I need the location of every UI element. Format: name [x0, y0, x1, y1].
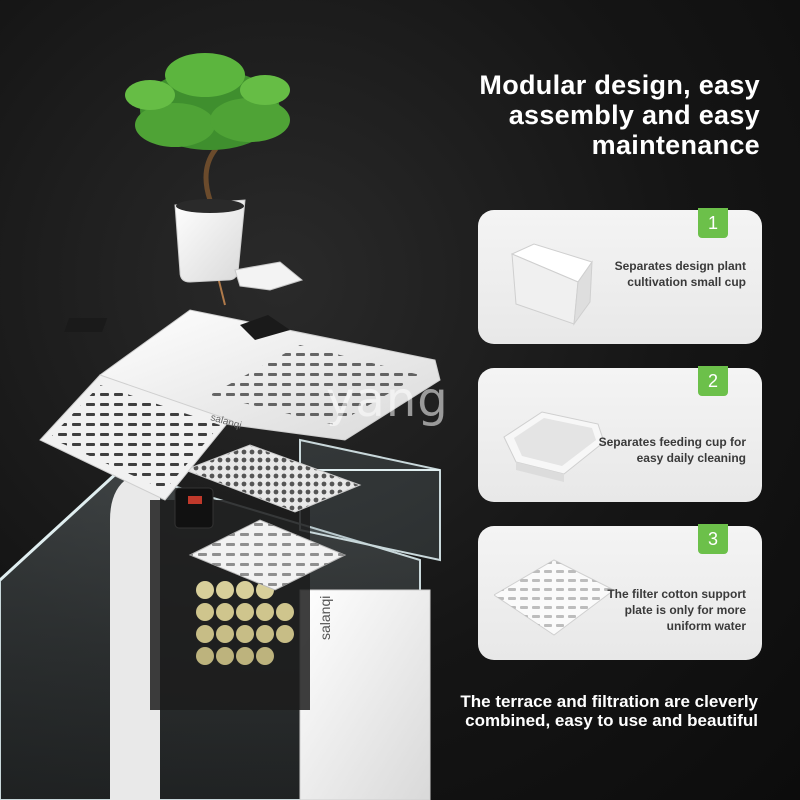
watermark: yang: [326, 372, 449, 428]
feature-number-badge: 2: [698, 366, 728, 396]
feature-text: Separates design plant cultivation small…: [614, 259, 746, 289]
feature-card-1: 1 Separates design plant cultivation sma…: [478, 208, 762, 344]
feature-number-badge: 1: [698, 208, 728, 238]
feature-card-2: 2 Separates feeding cup for easy daily c…: [478, 366, 762, 502]
filter-housing: salanqi: [110, 470, 431, 800]
feature-text: Separates feeding cup for easy daily cle…: [598, 435, 746, 465]
bonsai-plant: [125, 53, 290, 306]
feeding-cup: [234, 261, 304, 291]
feature-number-badge: 3: [698, 524, 728, 554]
filter-plate-icon: [494, 559, 614, 636]
terrace-platform: salanqi: [39, 309, 441, 501]
feature-text: The filter cotton support plate is only …: [607, 587, 746, 633]
headline: Modular design, easy assembly and easy m…: [479, 70, 760, 160]
planter-cup-icon: [510, 243, 593, 326]
feeding-cup-icon: [503, 411, 604, 482]
filter-cotton: [183, 444, 362, 513]
footer-tagline: The terrace and filtration are cleverly …: [460, 692, 758, 730]
feature-card-3: 3 The filter cotton support plate is onl…: [478, 524, 762, 660]
ceramic-filter-balls: [196, 581, 294, 665]
brand-label: salanqi: [317, 596, 333, 640]
